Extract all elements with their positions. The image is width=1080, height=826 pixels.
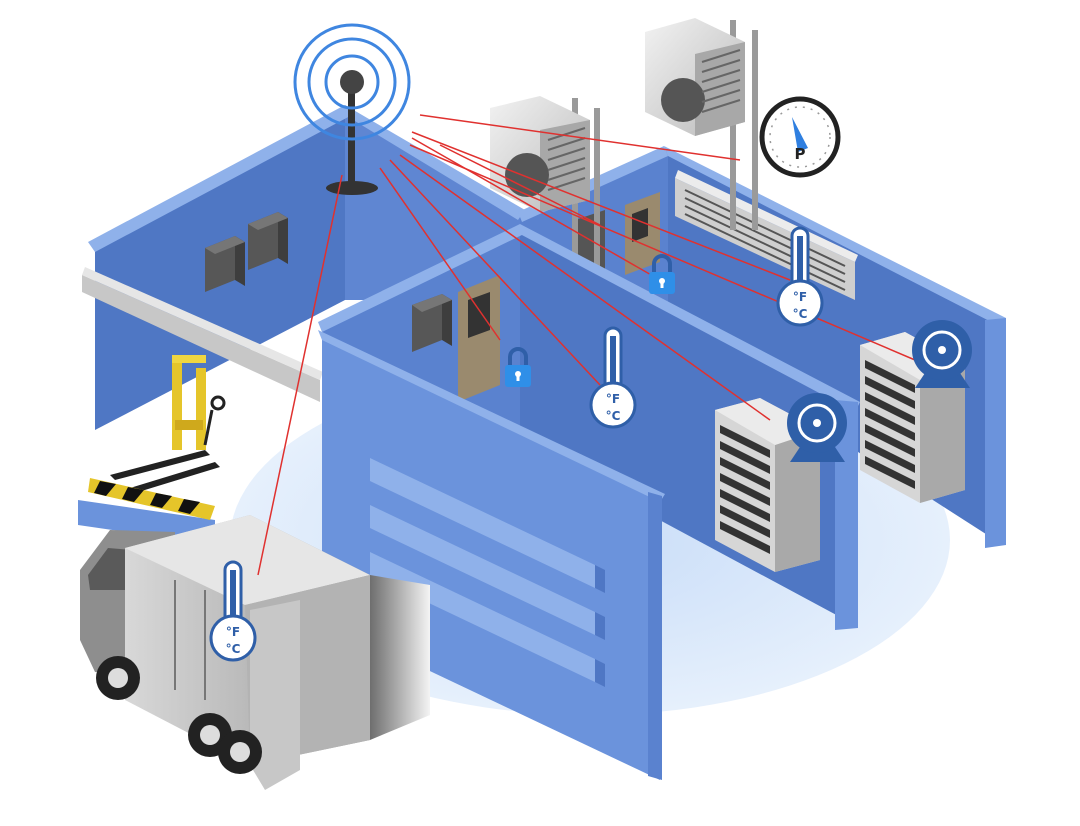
storage-box bbox=[412, 294, 452, 352]
wireless-antenna-icon bbox=[293, 23, 411, 195]
left-room bbox=[78, 105, 525, 545]
padlock-icon bbox=[649, 254, 675, 294]
thermometer-icon: °F °C bbox=[589, 326, 637, 429]
storage-box bbox=[248, 212, 288, 270]
fahrenheit-label: °F bbox=[226, 625, 240, 639]
pressure-label: P bbox=[795, 145, 806, 163]
evaporator-unit bbox=[675, 170, 858, 300]
thermometer-icon: °F °C bbox=[209, 560, 257, 662]
celsius-label: °C bbox=[226, 642, 241, 656]
server-rack-icon bbox=[715, 398, 820, 572]
fahrenheit-label: °F bbox=[606, 392, 620, 406]
pressure-gauge-icon: P bbox=[759, 96, 841, 178]
forklift-icon bbox=[110, 355, 226, 493]
truck-icon bbox=[80, 515, 430, 790]
storage-box bbox=[205, 236, 245, 292]
loading-dock-stripes bbox=[88, 478, 215, 520]
celsius-label: °C bbox=[606, 409, 621, 423]
thermometer-icon: °F °C bbox=[776, 226, 824, 327]
fahrenheit-label: °F bbox=[793, 290, 807, 304]
door bbox=[458, 275, 500, 402]
front-wall bbox=[318, 330, 665, 780]
camera-icon bbox=[787, 393, 847, 462]
camera-icon bbox=[912, 320, 972, 388]
celsius-label: °C bbox=[793, 307, 808, 321]
signal-lines bbox=[257, 114, 916, 576]
padlock-icon bbox=[505, 347, 531, 387]
ac-unit-icon bbox=[645, 18, 758, 230]
